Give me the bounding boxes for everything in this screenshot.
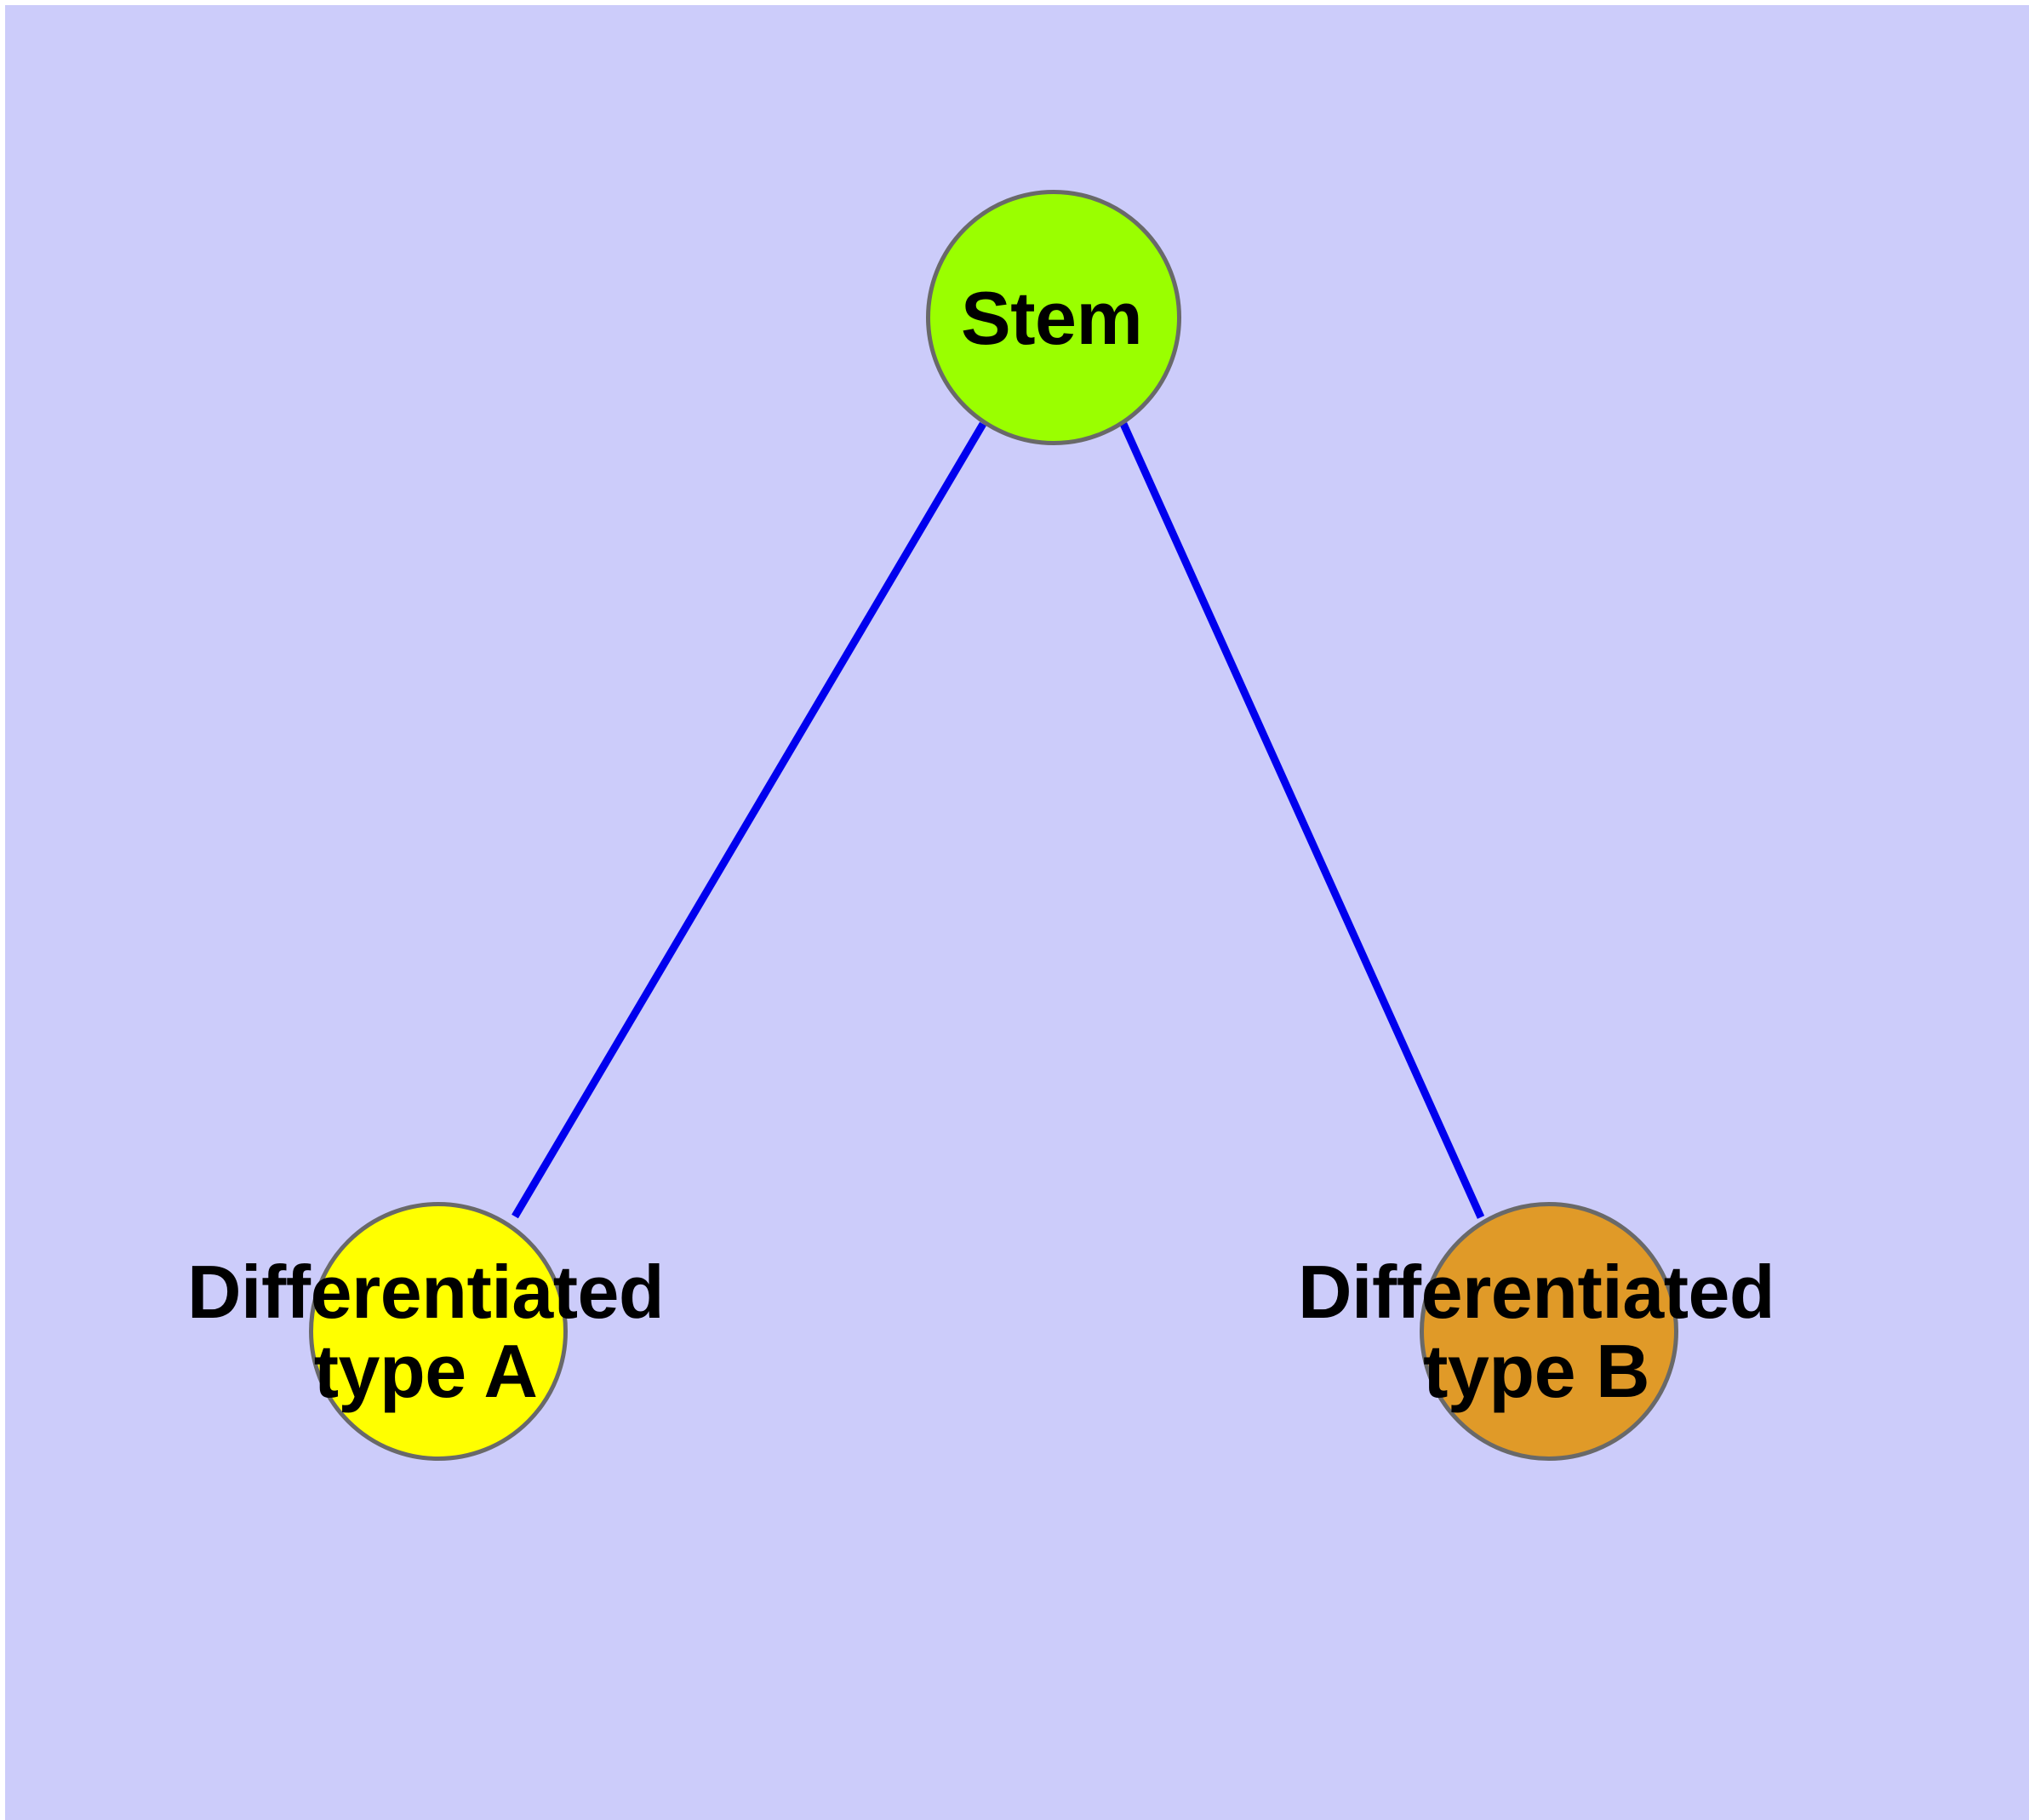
node-stem[interactable] [926,190,1181,445]
node-label-diff_b: Differentiated type B [1298,1250,1775,1414]
node-diff_b[interactable] [1420,1202,1678,1461]
edge-stem-a[interactable] [512,421,986,1219]
edge-stem-b[interactable] [1119,422,1485,1219]
nodes-group [309,190,1678,1461]
node-diff_a[interactable] [309,1202,568,1461]
edges-group [512,421,1485,1219]
node-label-diff_a: Differentiated type A [187,1250,665,1414]
node-label-stem: Stem [961,276,1143,360]
